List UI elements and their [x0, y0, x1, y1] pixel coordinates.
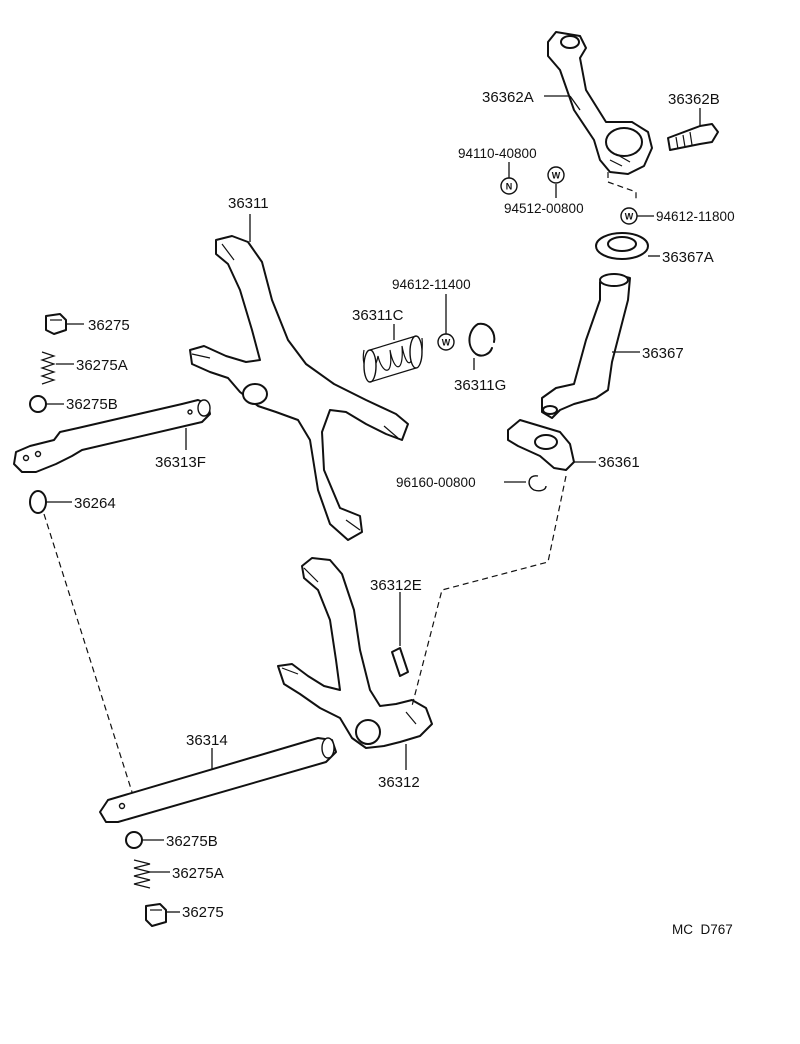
- label-36312E: 36312E: [370, 577, 422, 594]
- alignment-dash-lever: [607, 172, 637, 200]
- label-36362B: 36362B: [668, 91, 720, 108]
- shift-lever-arm-36362A: [547, 31, 653, 175]
- label-36311G: 36311G: [454, 377, 506, 394]
- label-36367: 36367: [642, 345, 684, 362]
- ball-36275B-top: [29, 395, 47, 413]
- svg-text:W: W: [442, 338, 451, 348]
- plug-36275-top: [45, 313, 67, 335]
- label-36367A: 36367A: [662, 249, 714, 266]
- label-36361: 36361: [598, 454, 640, 471]
- washer-symbol-94612-11400: W: [437, 333, 455, 351]
- label-36275B-top: 36275B: [66, 396, 118, 413]
- reference-code: MC D767: [672, 922, 733, 937]
- oil-seal-36367A: [595, 232, 649, 260]
- label-36275A-bottom: 36275A: [172, 865, 224, 882]
- svg-text:W: W: [552, 171, 561, 181]
- label-36275B-bottom: 36275B: [166, 833, 218, 850]
- plug-36275-bottom: [145, 903, 167, 927]
- shift-rod-36314: [99, 737, 337, 823]
- label-36275A-top: 36275A: [76, 357, 128, 374]
- snap-ring-36311G: [468, 322, 496, 357]
- nut-letter: N: [506, 182, 513, 192]
- snap-ring-96160: [528, 475, 547, 492]
- label-36314: 36314: [186, 732, 228, 749]
- shift-fork-36311: [189, 235, 409, 541]
- shift-rod-36313F: [13, 399, 211, 473]
- shift-fork-36312: [277, 557, 433, 749]
- label-96160-00800: 96160-00800: [396, 475, 476, 490]
- pin-36362B: [667, 123, 719, 151]
- label-36312: 36312: [378, 774, 420, 791]
- pin-36264: [29, 490, 47, 514]
- spring-36275A-top: [40, 351, 56, 385]
- washer-symbol-94612-11800: W: [620, 207, 638, 225]
- label-94512-00800: 94512-00800: [504, 201, 584, 216]
- label-36311C: 36311C: [352, 307, 404, 324]
- leader-lines: [46, 95, 701, 913]
- shift-shaft-36367: [541, 273, 631, 419]
- alignment-dash-right: [411, 475, 567, 707]
- label-94612-11800: 94612-11800: [656, 209, 735, 224]
- ball-36275B-bottom: [125, 831, 143, 849]
- label-36311: 36311: [228, 195, 269, 212]
- label-36275-bottom: 36275: [182, 904, 224, 921]
- spring-36275A-bottom: [133, 859, 151, 889]
- label-36313F: 36313F: [155, 454, 206, 471]
- alignment-dash-left: [43, 513, 133, 793]
- label-94110-40800: 94110-40800: [458, 146, 537, 161]
- label-36362A: 36362A: [482, 89, 534, 106]
- nut-symbol: N: [500, 177, 518, 195]
- label-36264: 36264: [74, 495, 116, 512]
- svg-text:W: W: [625, 212, 634, 222]
- inner-lever-36361: [507, 419, 575, 471]
- washer-symbol-94512: W: [547, 166, 565, 184]
- label-36275-top: 36275: [88, 317, 130, 334]
- spring-36311C: [362, 335, 423, 383]
- label-94612-11400: 94612-11400: [392, 277, 471, 292]
- roll-pin-36312E: [391, 647, 409, 677]
